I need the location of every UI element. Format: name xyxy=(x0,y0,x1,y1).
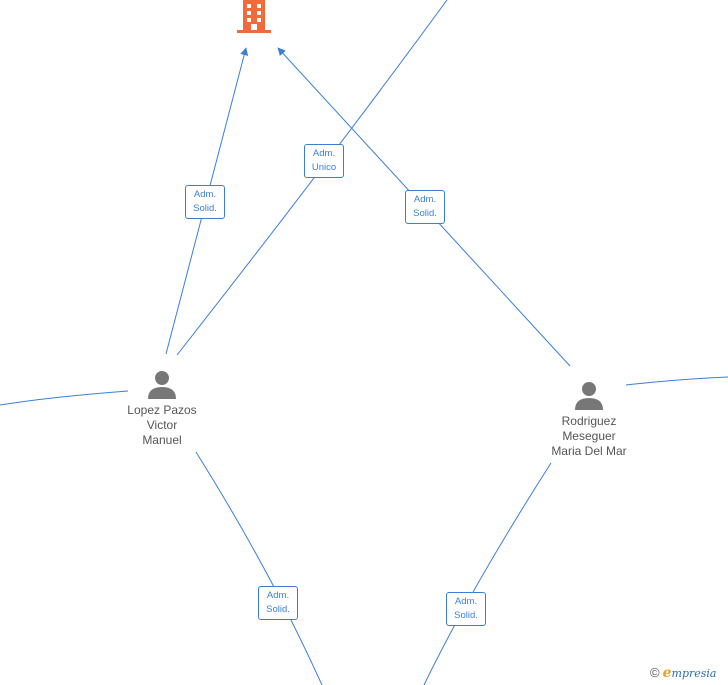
copyright-symbol: © xyxy=(650,665,660,680)
edge-lopez-to-offscreen-left xyxy=(0,390,129,406)
role-badge-lopez-company[interactable]: Adm. Solid. xyxy=(185,185,225,219)
person-name-line: Rodriguez xyxy=(561,414,617,428)
person-name-line: Meseguer xyxy=(562,429,616,443)
role-line-2: Solid. xyxy=(193,203,217,214)
person-node-rodriguez[interactable]: Rodriguez Meseguer Maria Del Mar xyxy=(534,380,644,459)
role-line-1: Adm. xyxy=(193,189,217,200)
edge-lopez-to-offscreen-bottom xyxy=(195,451,323,685)
role-line-2: Solid. xyxy=(454,610,478,621)
brand-logo-initial: e xyxy=(662,665,672,681)
building-icon[interactable] xyxy=(237,0,271,39)
edge-rodriguez-to-offscreen-bottom xyxy=(423,462,552,685)
role-badge-rodriguez-company[interactable]: Adm. Solid. xyxy=(405,190,445,224)
person-node-lopez[interactable]: Lopez Pazos Victor Manuel xyxy=(112,369,212,448)
role-line-1: Adm. xyxy=(454,596,478,607)
role-line-2: Solid. xyxy=(413,208,437,219)
person-name-line: Manuel xyxy=(142,433,182,447)
role-line-2: Unico xyxy=(311,162,337,173)
role-line-1: Adm. xyxy=(312,148,336,159)
role-line-1: Adm. xyxy=(413,194,437,205)
person-name-line: Lopez Pazos xyxy=(127,403,197,417)
brand-watermark: ©empresia xyxy=(650,665,716,681)
person-icon xyxy=(148,371,176,399)
person-icon xyxy=(575,382,603,410)
brand-logo-text: mpresia xyxy=(671,667,717,680)
person-name-line: Victor xyxy=(146,418,178,432)
edge-rodriguez-to-offscreen-right xyxy=(625,376,728,386)
role-line-2: Solid. xyxy=(266,604,290,615)
role-badge-lopez-unico[interactable]: Adm. Unico xyxy=(304,144,344,178)
role-badge-rodriguez-bottom[interactable]: Adm. Solid. xyxy=(446,592,486,626)
person-name-line: Maria Del Mar xyxy=(551,444,627,458)
role-badge-lopez-bottom[interactable]: Adm. Solid. xyxy=(258,586,298,620)
role-line-1: Adm. xyxy=(266,590,290,601)
